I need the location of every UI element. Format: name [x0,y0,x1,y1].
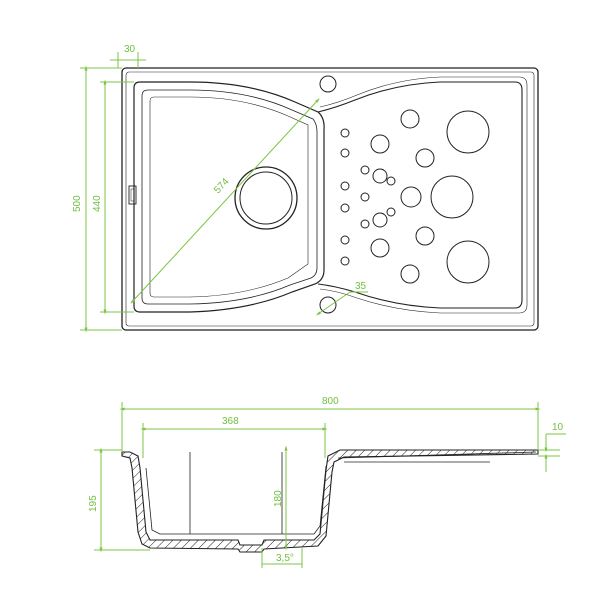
dim-total-width: 800 [119,396,541,452]
bowl-inner-outline [141,89,318,305]
dim-drain-angle: 3,5° [261,548,303,568]
drainboard-dimples [340,109,490,284]
dim-label-195: 195 [88,495,99,512]
dim-label-368: 368 [222,416,239,427]
drainboard-outline [317,81,523,309]
dim-bowl-height: 180 [273,445,288,551]
top-view: 30 500 440 574 35 [72,44,539,333]
dim-total-height: 195 [88,447,150,553]
dim-diagonal: 574 [130,98,320,304]
dim-label-10: 10 [552,422,564,433]
dim-tap-hole: 35 [315,281,368,316]
drainboard-inner-outline [319,76,528,314]
dim-label-800: 800 [322,396,339,407]
tap-hole-bottom [319,296,337,314]
dim-label-440: 440 [92,195,103,212]
dim-label-574: 574 [212,176,232,196]
sink-outer-outline [121,67,539,331]
drain-inner [239,171,293,225]
dim-label-500: 500 [72,195,83,212]
side-view: 800 368 10 195 180 [88,396,566,568]
dim-bowl-depth: 440 [92,79,134,315]
drain-outer [234,166,298,230]
dim-label-35: 35 [355,281,367,292]
tap-hole-top [319,75,337,93]
dim-label-3-5: 3,5° [276,553,294,564]
dim-total-depth: 500 [72,65,122,333]
dim-label-180: 180 [273,490,284,507]
dim-label-30: 30 [124,44,136,55]
sink-inner-rim [125,71,535,327]
dim-rim-width: 30 [110,44,146,68]
dim-bowl-width: 368 [140,416,328,458]
overflow-slot [128,185,137,205]
bowl-section-wall [121,449,539,553]
dim-thickness: 10 [538,422,566,472]
